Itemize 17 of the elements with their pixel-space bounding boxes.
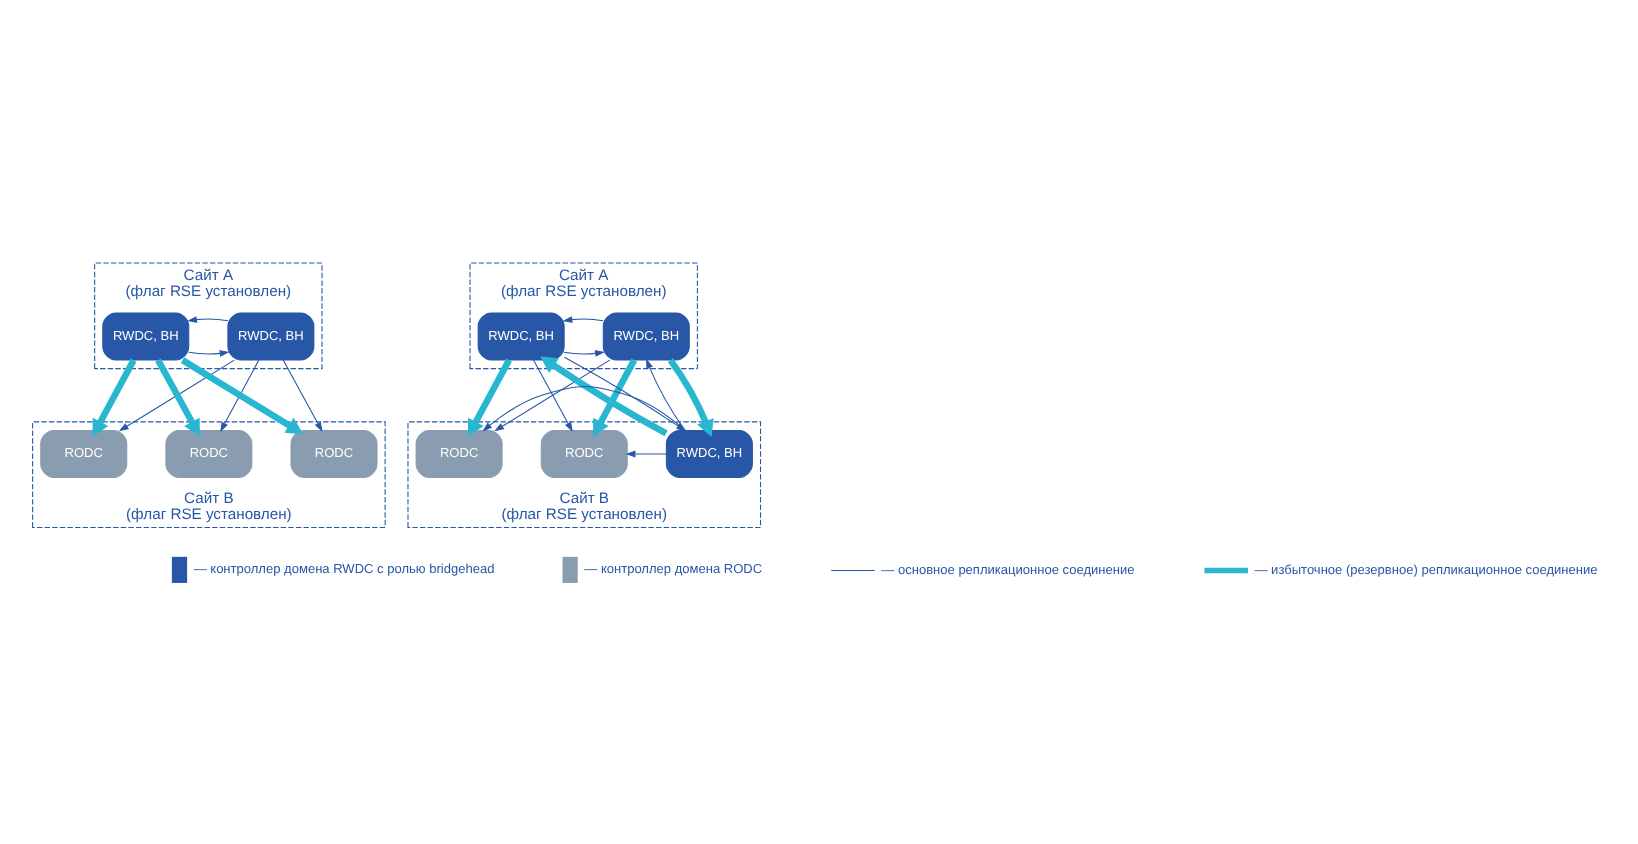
arrow [282,358,323,431]
arrow [562,315,604,322]
arrow [563,349,605,356]
arrow [220,358,260,431]
arrow [467,357,512,436]
arrow [188,349,230,356]
arrow [155,357,200,436]
arrow [593,357,638,436]
arrow [625,449,667,457]
arrow [540,355,668,436]
arrow [532,358,573,431]
arrow [667,357,714,436]
arrow [92,357,137,436]
arrow [187,315,229,322]
arrow [180,356,304,434]
arrow [118,358,235,431]
arrow [494,358,611,431]
